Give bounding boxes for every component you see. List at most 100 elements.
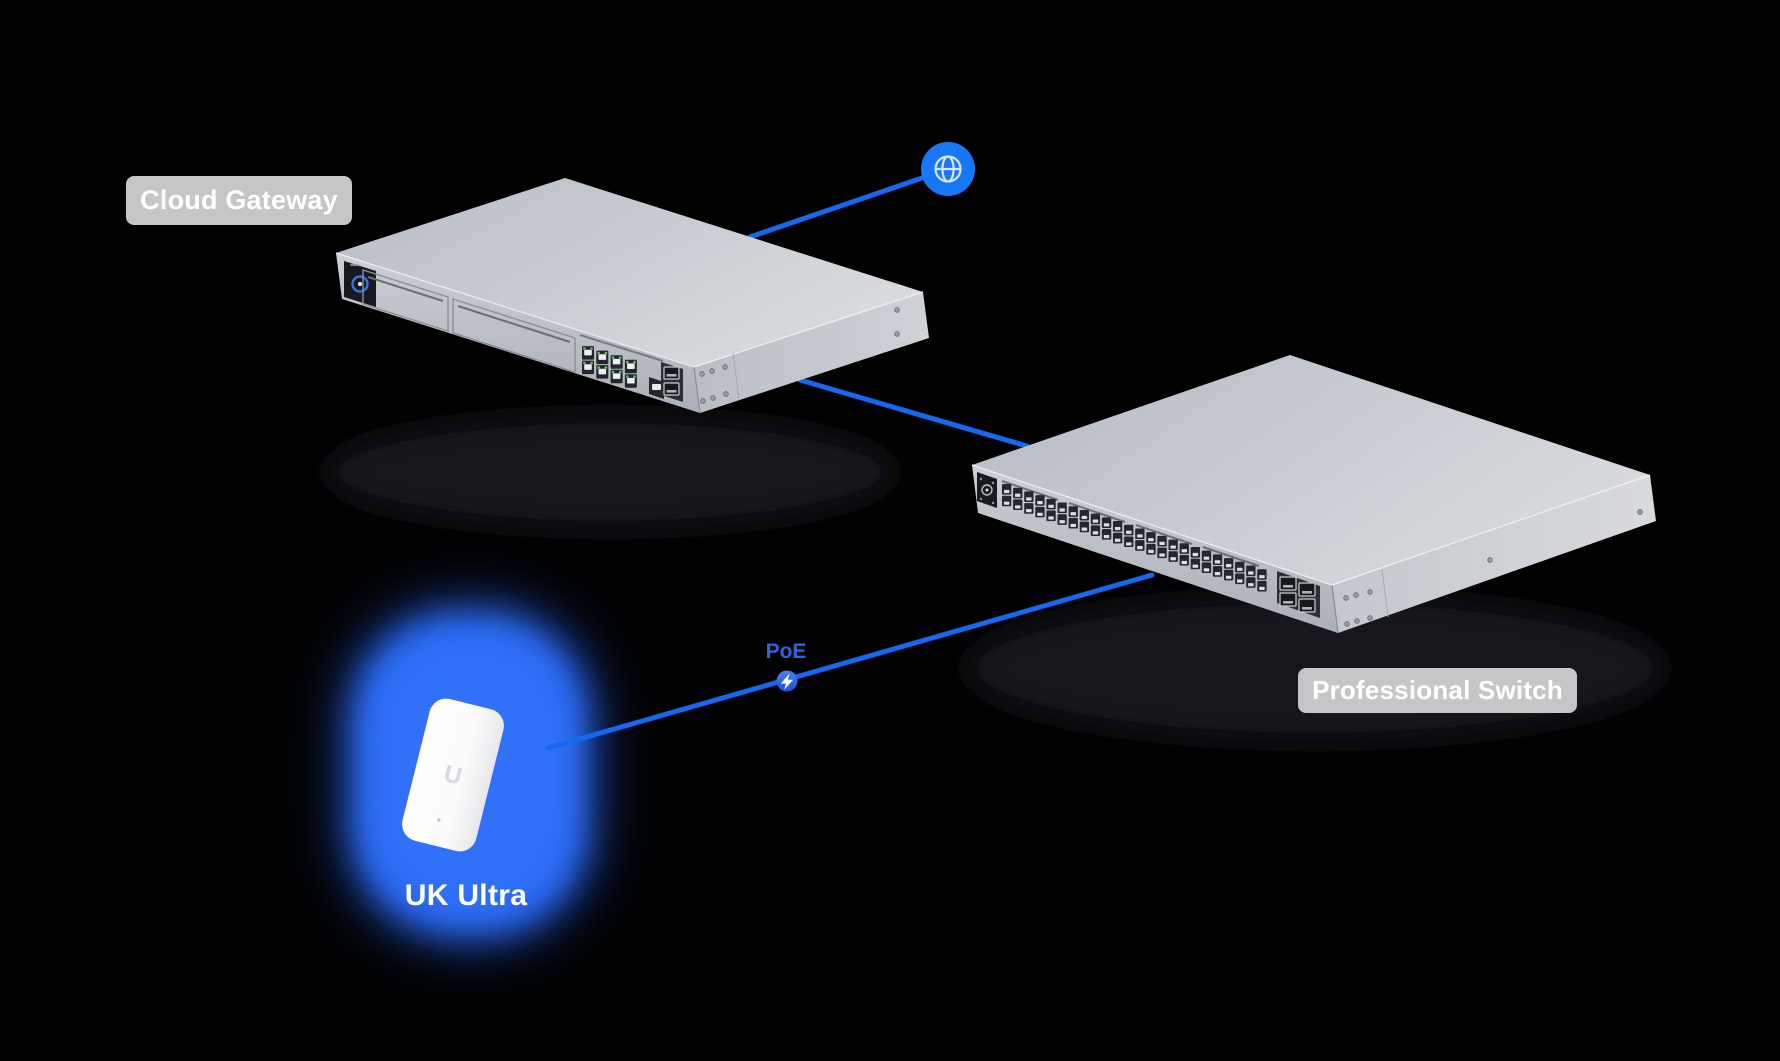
sfp-port [1279,592,1297,607]
screw [1367,615,1373,621]
gateway-top-face [336,178,923,367]
port-led [633,360,636,364]
rj45-contacts [584,349,592,356]
gateway-sfp-ports [661,362,683,402]
sfp-port [663,366,680,380]
rj45-contacts [1015,505,1021,509]
switch-top-face [972,355,1650,585]
switch-right-edge-highlight [1331,474,1651,586]
connection-lines [545,175,1155,751]
uk-ultra-device: U [402,698,504,852]
switch-corner-edge [1331,584,1339,634]
rj45-contacts [1203,568,1210,572]
rj45-contacts [598,368,607,375]
rj45-contacts [612,358,621,365]
rj45-contacts [1203,556,1210,560]
rj45-contacts [1092,519,1099,523]
rj45-contacts [1159,541,1165,545]
rj45-contacts [1114,538,1121,542]
rj45-contacts [1003,489,1010,494]
port-led [583,361,586,365]
gateway-wan-port [649,377,664,399]
gateway-front-edge-highlight [335,252,695,368]
rj45-contacts [1137,534,1143,538]
sfp-port [1298,582,1316,597]
professional-switch-device [971,355,1656,634]
switch-sfp-ports [1277,571,1320,618]
screw [709,368,715,374]
screw [1344,621,1350,627]
connection-gateway-internet [747,175,925,240]
rj45-contacts [1026,509,1032,513]
screw [722,364,728,370]
port-led [619,356,622,359]
screw [1637,509,1643,515]
switch-vent-slots [1001,480,1260,567]
gateway-drive-bays [362,269,576,373]
port-led [633,375,636,378]
rj45-contacts [627,377,635,384]
switch-display-ring [981,484,993,496]
rj45-contacts [1170,545,1176,549]
sfp-tab [1302,591,1312,594]
gateway-bracket-seam [732,352,740,400]
screw [1353,592,1359,598]
port-led [583,347,586,350]
rj45-contacts [1037,512,1043,516]
rj45-contacts [1103,534,1110,539]
rj45-contacts [1092,531,1099,535]
rj45-contacts [1248,583,1254,587]
ubiquiti-u-logo-icon: U [441,760,464,790]
gateway-screws [699,307,900,404]
screw [1354,618,1360,624]
rj45-contacts [1148,538,1154,542]
internet-badge [921,142,975,196]
globe-icon [934,155,962,183]
gateway-corner-edge [693,366,701,414]
cloud-gateway-device [335,178,929,414]
switch-front-edge-highlight [971,464,1333,586]
sfp-tab [666,374,677,377]
port-led [626,375,629,378]
gateway-vent-slot [579,334,664,362]
rj45-contacts [1170,557,1176,561]
rj45-contacts [1214,571,1221,576]
rj45-contacts [1148,549,1154,553]
rj45-contacts [612,373,621,379]
rj45-contacts [1114,526,1121,531]
port-led [604,366,608,369]
rj45-contacts [1070,523,1076,528]
switch-bracket-seam [1381,568,1389,618]
port-led [626,360,629,364]
rj45-contacts [1214,560,1221,564]
screw [700,398,706,404]
sfp-tab [1283,585,1293,588]
rj45-contacts [1048,504,1054,508]
screw [710,395,716,401]
rj45-contacts [1059,520,1065,524]
gateway-touchscreen [344,261,376,307]
rj45-contacts [1181,560,1187,565]
rj45-contacts [1259,575,1265,579]
rj45-contacts [1192,552,1199,557]
screw [894,307,900,313]
cloud-gateway-label: Cloud Gateway [126,176,352,225]
rj45-contacts [1181,549,1187,553]
uk-ultra-body [402,698,504,852]
rj45-contacts [1003,501,1010,505]
switch-right-face [1332,475,1656,633]
connection-gateway-switch [797,377,1030,449]
rj45-contacts [1015,493,1021,497]
rj45-contacts [1137,546,1143,550]
gateway-front-face [336,253,700,413]
rj45-contacts [1081,527,1088,531]
rj45-contacts [627,363,635,369]
rj45-contacts [1126,530,1132,534]
connection-switch-ultra-poe [545,572,1155,751]
rj45-contacts [1048,516,1054,520]
sfp-port [1279,576,1297,591]
rj45-contacts [584,364,592,370]
sfp-tab [666,390,677,393]
port-led [611,370,615,374]
